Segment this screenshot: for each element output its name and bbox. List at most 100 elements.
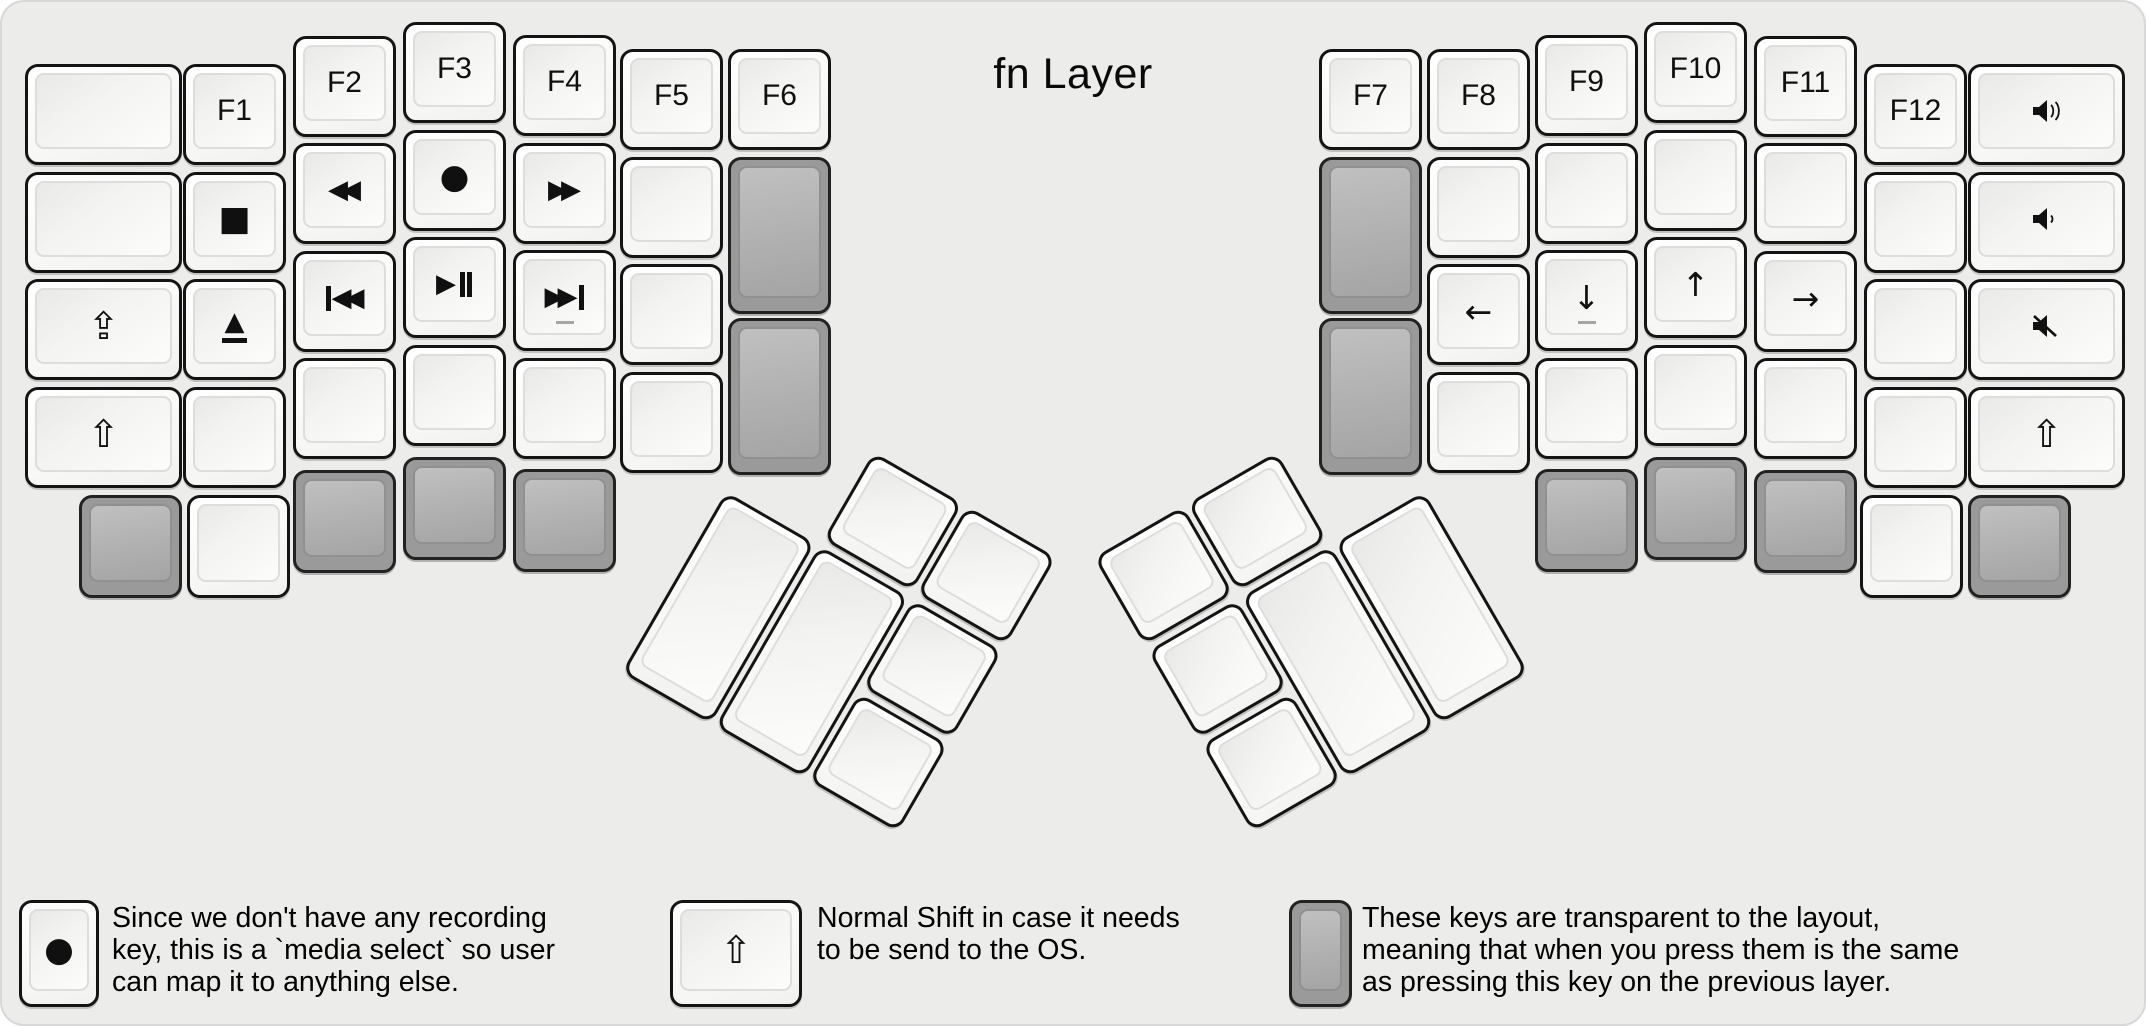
key-mute: [1968, 279, 2125, 380]
key-f12: F12: [1864, 64, 1967, 165]
next-icon: ▶▶: [545, 284, 585, 310]
homing-bar: [555, 321, 574, 324]
keycap-top: ◀◀: [303, 152, 386, 228]
keycap-top: [933, 518, 1044, 627]
prev-icon: ◀◀: [325, 285, 365, 311]
keycap-top: F5: [630, 58, 713, 134]
key-f2: F2: [293, 36, 396, 137]
shift-icon: ⇧: [720, 928, 752, 972]
keycap-top: ▲: [193, 288, 276, 364]
key-prev-track: ◀◀: [293, 251, 396, 352]
keycap-top: [89, 504, 172, 582]
key-blank: [620, 157, 723, 258]
key-arrow-left: ←: [1427, 264, 1530, 365]
key-volume-up: [1968, 64, 2125, 165]
key-f6: F6: [728, 49, 831, 150]
keycap-top: [197, 504, 280, 582]
key-rewind: ◀◀: [293, 143, 396, 244]
keycap-top: [630, 273, 713, 349]
keycap-top: F3: [413, 31, 496, 107]
key-blank: [403, 345, 506, 446]
keycap-top: [523, 478, 606, 556]
keycap-top: [1106, 518, 1217, 627]
keycap-top: [1978, 504, 2061, 582]
key-transparent: [513, 469, 616, 572]
keycap-top: F2: [303, 45, 386, 121]
keycap-top: [1978, 73, 2115, 149]
rewind-icon: ◀◀: [328, 175, 361, 205]
playpause-icon: ▶: [436, 271, 473, 297]
legend-text-line: Since we don't have any recording: [112, 902, 547, 934]
keycap-top: [1874, 181, 1957, 257]
keycap-top: [839, 464, 950, 573]
key-blank: [620, 372, 723, 473]
legend-text-line: to be send to the OS.: [817, 934, 1087, 966]
mute-icon: [2032, 315, 2057, 337]
key-volume-down: [1968, 172, 2125, 273]
key-f3: F3: [403, 22, 506, 123]
homing-bar: [1577, 321, 1596, 324]
volume-up-icon: [2029, 98, 2065, 124]
volume-up-icon: [2032, 100, 2060, 122]
key-blank: [513, 358, 616, 459]
key-arrow-down: ↓: [1535, 250, 1638, 351]
keycap-top: [1978, 181, 2115, 257]
key-label: F6: [761, 79, 797, 112]
key-label: F11: [1780, 66, 1831, 99]
key-transparent: [1754, 470, 1857, 573]
keycap-top: [1299, 909, 1342, 991]
key-f4: F4: [513, 35, 616, 136]
key-eject: ▲: [183, 279, 286, 380]
keycap-top: F9: [1545, 44, 1628, 120]
keycap-top: [413, 354, 496, 430]
arrow-right-icon: →: [1791, 278, 1820, 318]
keycap-top: [303, 367, 386, 443]
legend-text-line: meaning that when you press them is the …: [1362, 934, 1960, 966]
keycap-top: F10: [1654, 31, 1737, 107]
key-fast-forward: ▶▶: [513, 143, 616, 244]
volume-down-icon: [2032, 208, 2053, 230]
key-blank: [1535, 143, 1638, 244]
keycap-top: F8: [1437, 58, 1520, 134]
keycap-top: ▶▶: [523, 259, 606, 335]
key-transparent: [403, 457, 506, 560]
keycap-top: [738, 166, 821, 298]
keycap-top: [1200, 464, 1311, 573]
keycap-top: ⇪: [35, 288, 172, 364]
key-blank: [1427, 372, 1530, 473]
keycap-top: ⇧: [35, 396, 172, 472]
keycap-top: [1545, 367, 1628, 443]
mute-icon: [2029, 313, 2065, 339]
key-arrow-up: ↑: [1644, 237, 1747, 338]
record-icon: ●: [439, 157, 470, 197]
key-blank: [1754, 143, 1857, 244]
legend-transparent-key-sample: [1289, 900, 1352, 1007]
keycap-top: F12: [1874, 73, 1957, 149]
arrow-left-icon: ←: [1464, 291, 1493, 331]
keycap-top: F1: [193, 73, 276, 149]
key-label: F5: [653, 79, 689, 112]
key-shift-left: ⇧: [25, 387, 182, 488]
keycap-top: F6: [738, 58, 821, 134]
keycap-top: ↑: [1654, 246, 1737, 322]
keycap-top: [825, 705, 936, 814]
keycap-top: [1654, 139, 1737, 215]
key-label: F2: [326, 66, 362, 99]
keycap-top: [1437, 381, 1520, 457]
key-blank: [1864, 387, 1967, 488]
keycap-top: [1214, 705, 1325, 814]
key-label: F9: [1568, 65, 1604, 98]
keycap-top: [1329, 166, 1412, 298]
keycap-top: [1160, 612, 1271, 720]
key-label: F12: [1889, 94, 1942, 127]
keycap-top: →: [1764, 260, 1847, 336]
legend-transparent-text: These keys are transparent to the layout…: [1362, 902, 1959, 998]
key-blank: [187, 495, 290, 598]
key-blank: [620, 264, 723, 365]
legend-text-line: can map it to anything else.: [112, 966, 459, 998]
key-f11: F11: [1754, 36, 1857, 137]
key-transparent: [728, 318, 831, 475]
keycap-top: [1870, 504, 1953, 582]
keycap-top: F4: [523, 44, 606, 120]
key-blank: [25, 64, 182, 165]
